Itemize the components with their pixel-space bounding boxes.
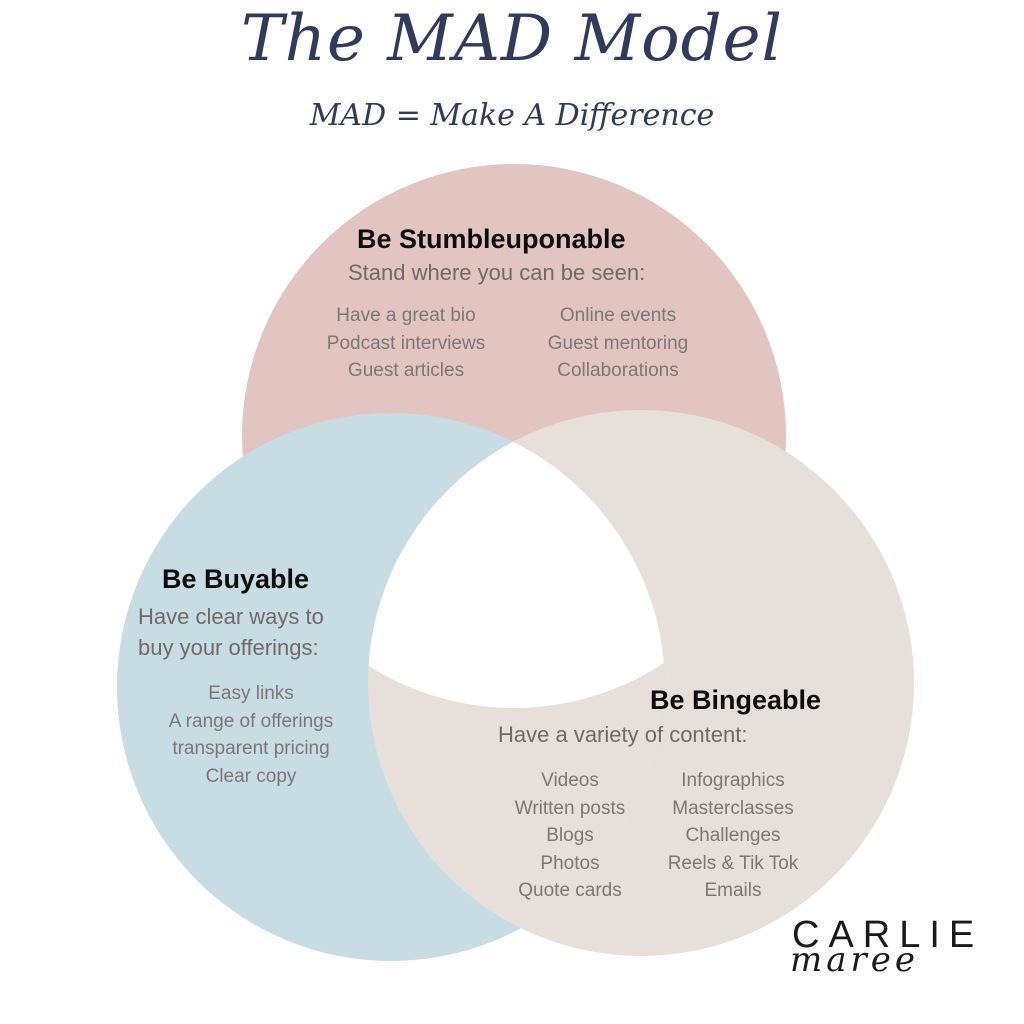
list-stumbleuponable-right: Online events Guest mentoring Collaborat…	[518, 302, 718, 385]
list-item: Clear copy	[205, 765, 297, 787]
list-item: Challenges	[685, 825, 781, 846]
list-item: Emails	[704, 880, 762, 901]
list-item: Masterclasses	[672, 797, 794, 819]
list-item: Collaborations	[557, 360, 679, 381]
list-item: Guest articles	[347, 360, 465, 381]
subheading-buyable-line2: buy your offerings:	[138, 635, 319, 660]
list-item: Photos	[540, 852, 600, 874]
list-item: Reels & Tik Tok	[667, 852, 799, 874]
subheading-stumbleuponable: Stand where you can be seen:	[348, 260, 646, 285]
brand-logo-name: CARLIE	[792, 914, 984, 956]
list-item: Blogs	[546, 825, 594, 846]
brand-logo-script: maree	[790, 940, 920, 980]
heading-bingeable: Be Bingeable	[650, 685, 822, 715]
page-title: The MAD Model	[241, 2, 783, 76]
page-subtitle: MAD = Make A Difference	[309, 98, 715, 133]
list-item: Videos	[541, 770, 599, 791]
heading-stumbleuponable: Be Stumbleuponable	[357, 224, 626, 254]
list-buyable: Easy links A range of offerings transpar…	[136, 680, 366, 790]
list-stumbleuponable-left: Have a great bio Podcast interviews Gues…	[306, 302, 506, 385]
list-item: Written posts	[514, 797, 626, 819]
heading-buyable: Be Buyable	[162, 564, 310, 594]
list-item: Quote cards	[518, 880, 622, 901]
list-item: Guest mentoring	[547, 332, 689, 354]
subheading-bingeable: Have a variety of content:	[498, 722, 748, 747]
list-item: Infographics	[681, 770, 785, 791]
list-bingeable-left: Videos Written posts Blogs Photos Quote …	[490, 767, 650, 905]
subheading-buyable-line1: Have clear ways to	[138, 604, 324, 629]
list-item: A range of offerings	[168, 710, 334, 732]
list-item: Easy links	[208, 683, 294, 704]
list-item: Podcast interviews	[326, 332, 486, 354]
list-item: Have a great bio	[336, 305, 476, 326]
list-item: transparent pricing	[172, 738, 330, 759]
list-bingeable-right: Infographics Masterclasses Challenges Re…	[652, 767, 814, 905]
list-item: Online events	[559, 305, 677, 326]
